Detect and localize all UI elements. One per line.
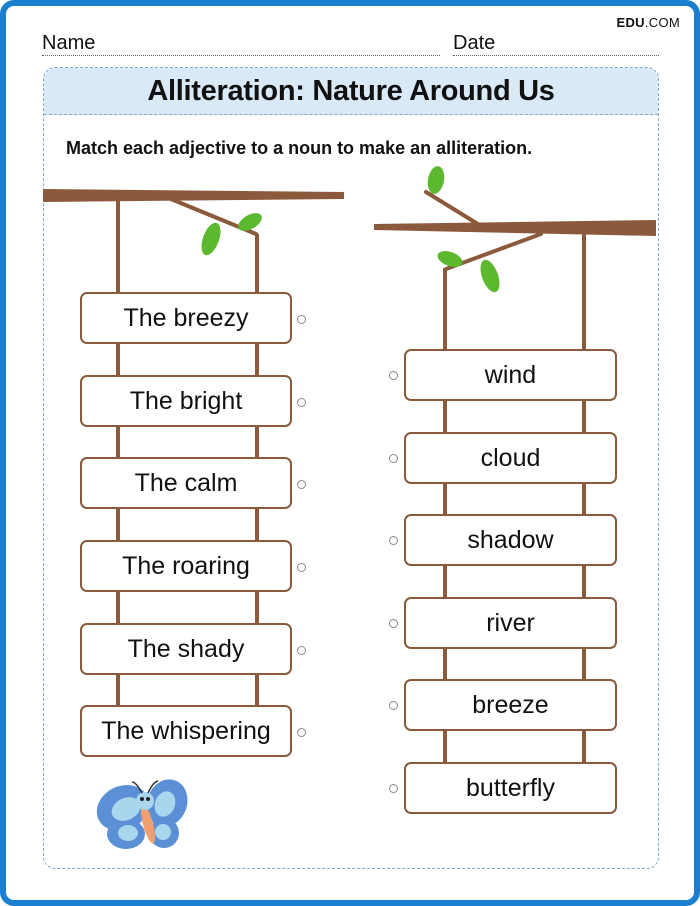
match-dot-right[interactable] bbox=[389, 454, 398, 463]
match-dot-right[interactable] bbox=[389, 701, 398, 710]
adjective-card: The whispering bbox=[80, 705, 292, 757]
brand-bold: EDU bbox=[616, 15, 645, 30]
butterfly-icon bbox=[96, 779, 188, 849]
noun-card: breeze bbox=[404, 679, 617, 731]
adjective-card: The breezy bbox=[80, 292, 292, 344]
left-branch bbox=[43, 189, 344, 236]
match-dot-right[interactable] bbox=[389, 784, 398, 793]
name-line[interactable] bbox=[42, 55, 440, 56]
noun-card: butterfly bbox=[404, 762, 617, 814]
date-line[interactable] bbox=[453, 55, 659, 56]
match-dot-right[interactable] bbox=[389, 536, 398, 545]
match-dot-left[interactable] bbox=[297, 563, 306, 572]
adjective-card: The calm bbox=[80, 457, 292, 509]
adjective-card: The bright bbox=[80, 375, 292, 427]
brand-rest: .COM bbox=[644, 15, 680, 30]
adjective-card: The roaring bbox=[80, 540, 292, 592]
noun-card: cloud bbox=[404, 432, 617, 484]
name-label: Name bbox=[42, 32, 96, 54]
adjective-card: The shady bbox=[80, 623, 292, 675]
title-band: Alliteration: Nature Around Us bbox=[44, 68, 658, 115]
match-dot-left[interactable] bbox=[297, 398, 306, 407]
right-branch bbox=[374, 190, 656, 271]
noun-card: shadow bbox=[404, 514, 617, 566]
instructions: Match each adjective to a noun to make a… bbox=[66, 138, 533, 158]
noun-card: wind bbox=[404, 349, 617, 401]
match-dot-left[interactable] bbox=[297, 646, 306, 655]
match-dot-left[interactable] bbox=[297, 728, 306, 737]
match-dot-left[interactable] bbox=[297, 480, 306, 489]
brand-logo: EDU.COM bbox=[616, 15, 680, 30]
leaf-icons bbox=[201, 166, 500, 293]
ladder-illustration bbox=[43, 166, 656, 849]
date-label: Date bbox=[453, 32, 496, 54]
noun-card: river bbox=[404, 597, 617, 649]
match-dot-left[interactable] bbox=[297, 315, 306, 324]
match-dot-right[interactable] bbox=[389, 619, 398, 628]
match-dot-right[interactable] bbox=[389, 371, 398, 380]
worksheet-title: Alliteration: Nature Around Us bbox=[147, 74, 555, 107]
worksheet-card bbox=[43, 67, 659, 869]
